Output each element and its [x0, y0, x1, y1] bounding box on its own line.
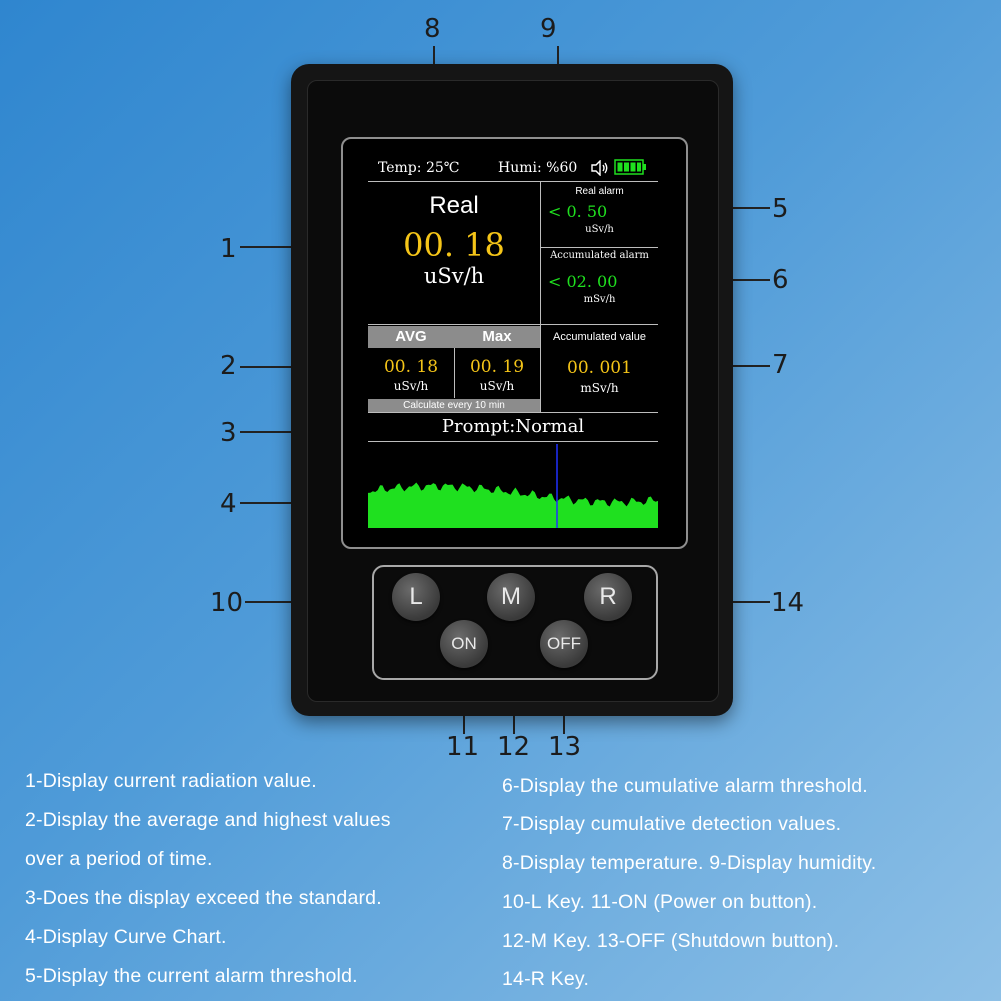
caption-left-line: 2-Display the average and highest values [25, 809, 391, 831]
caption-left-line: 1-Display current radiation value. [25, 770, 317, 792]
avg-unit: uSv/h [393, 379, 429, 393]
caption-left-line: 3-Does the display exceed the standard. [25, 887, 382, 909]
real-title: Real [429, 192, 479, 219]
avg-max-header [368, 326, 540, 348]
l-key-button[interactable]: L [392, 573, 440, 621]
acc-value: 00. 001 [567, 358, 632, 378]
caption-left-line: 4-Display Curve Chart. [25, 926, 227, 948]
caption-right-line: 10-L Key. 11-ON (Power on button). [502, 891, 818, 913]
callout-14: 14 [771, 588, 805, 618]
prompt-status: Prompt:Normal [441, 416, 585, 437]
callout-4: 4 [220, 489, 237, 519]
callout-12: 12 [497, 732, 531, 762]
r-key-button[interactable]: R [584, 573, 632, 621]
mid-divider [368, 324, 658, 325]
calc-note: Calculate every 10 min [403, 400, 505, 411]
callout-3: 3 [220, 418, 237, 448]
callout-5: 5 [772, 194, 789, 224]
callout-9: 9 [540, 14, 557, 44]
callout-7: 7 [772, 350, 789, 380]
max-label: Max [482, 328, 512, 345]
callout-2: 2 [220, 351, 237, 381]
callout-6: 6 [772, 265, 789, 295]
caption-right-line: 7-Display cumulative detection values. [502, 813, 842, 835]
acc-alarm-label: Accumulated alarm [550, 250, 649, 261]
callout-11: 11 [446, 732, 480, 762]
caption-left-line: over a period of time. [25, 848, 213, 870]
device-screen: Temp: 25℃ Humi: %60 Real 00. 18 uSv/h Re… [368, 154, 658, 528]
humidity-readout: Humi: %60 [498, 160, 578, 176]
caption-left-line: 5-Display the current alarm threshold. [25, 965, 358, 987]
acc-alarm-value: < 02. 00 [548, 272, 618, 291]
curve-chart [368, 444, 658, 528]
power-off-button[interactable]: OFF [540, 620, 588, 668]
calc-note-bar [368, 399, 540, 412]
curve-area [368, 482, 658, 528]
temperature-readout: Temp: 25℃ [378, 160, 460, 176]
right-column-divider [540, 182, 541, 412]
power-on-button[interactable]: ON [440, 620, 488, 668]
alarm-divider [541, 247, 658, 248]
speaker-icon [590, 159, 610, 177]
caption-right-line: 12-M Key. 13-OFF (Shutdown button). [502, 930, 840, 952]
caption-right-line: 8-Display temperature. 9-Display humidit… [502, 852, 877, 874]
prompt-top-divider [368, 412, 658, 413]
real-unit: uSv/h [423, 264, 485, 288]
callout-10: 10 [210, 588, 244, 618]
avg-max-divider [454, 348, 455, 398]
caption-right-line: 6-Display the cumulative alarm threshold… [502, 775, 868, 797]
caption-right-line: 14-R Key. [502, 968, 590, 990]
status-divider [368, 181, 658, 182]
acc-value-unit: mSv/h [580, 381, 619, 395]
callout-1: 1 [220, 234, 237, 264]
callout-8: 8 [424, 14, 441, 44]
real-value: 00. 18 [403, 226, 505, 264]
max-unit: uSv/h [479, 379, 515, 393]
acc-alarm-unit: mSv/h [583, 294, 616, 305]
prompt-bottom-divider [368, 441, 658, 442]
real-alarm-value: < 0. 50 [548, 202, 608, 221]
avg-value: 00. 18 [383, 357, 439, 377]
acc-value-label: Accumulated value [553, 331, 646, 343]
battery-icon [614, 158, 648, 176]
callout-13: 13 [548, 732, 582, 762]
real-alarm-label: Real alarm [575, 186, 624, 197]
real-alarm-unit: uSv/h [585, 224, 614, 235]
max-value: 00. 19 [469, 357, 525, 377]
m-key-button[interactable]: M [487, 573, 535, 621]
avg-label: AVG [395, 328, 427, 345]
